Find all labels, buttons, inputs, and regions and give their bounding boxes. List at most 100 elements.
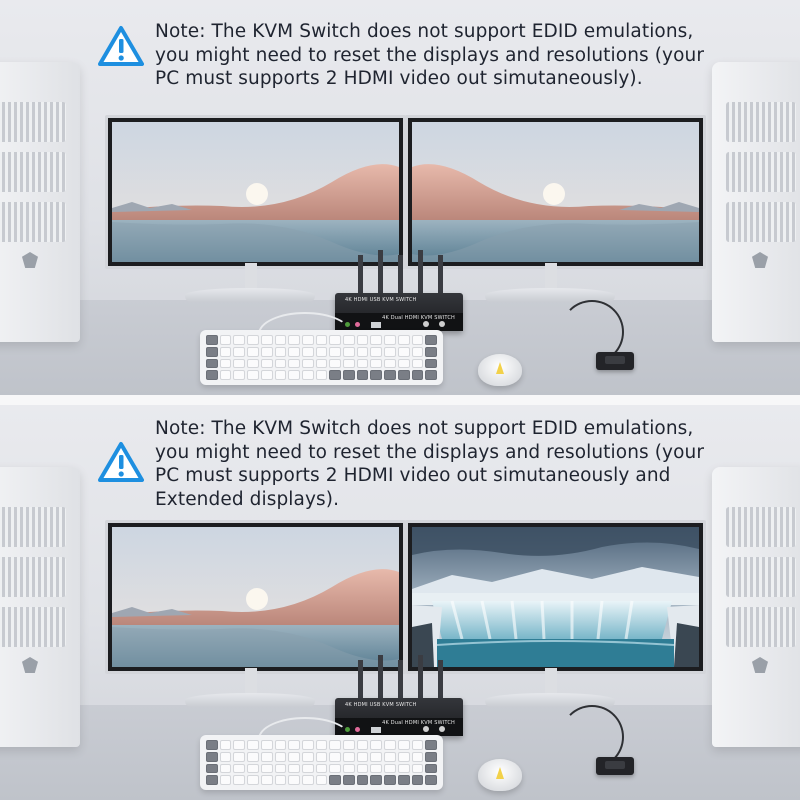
keyboard-key: [343, 370, 355, 380]
remote-cable: [560, 300, 624, 364]
keyboard-key: [233, 751, 246, 762]
keyboard-key: [329, 740, 342, 750]
gaming-mouse: [478, 354, 522, 386]
keyboard-key: [397, 740, 410, 750]
keyboard-key: [425, 370, 437, 380]
keyboard-key: [206, 335, 218, 345]
keyboard-key: [397, 358, 410, 369]
note-line: Extended displays).: [155, 488, 340, 510]
keyboard-key: [315, 751, 328, 762]
pc-tower-left: [0, 62, 80, 342]
kvm-switch: 4K HDMI USB KVM SWITCH 4K Dual HDMI KVM …: [335, 293, 463, 331]
keyboard-key: [370, 740, 383, 750]
kvm-top-label: 4K HDMI USB KVM SWITCH: [345, 297, 417, 303]
keyboard-key: [384, 358, 396, 369]
keyboard-key: [384, 775, 396, 785]
hdmi-cable: [358, 255, 363, 295]
kvm-front-panel: 4K Dual HDMI KVM SWITCH: [335, 313, 463, 331]
keyboard-key: [274, 763, 287, 774]
keyboard-key: [247, 775, 259, 785]
hdmi-cable: [398, 255, 403, 295]
keyboard-key: [397, 751, 410, 762]
keyboard-key: [233, 358, 246, 369]
monitor-left-stand: [245, 263, 257, 293]
monitor-right-stand: [545, 263, 557, 293]
waterfall-landscape: [412, 527, 699, 667]
monitor-left-base: [185, 693, 315, 707]
keyboard-key: [233, 370, 246, 380]
keyboard-key: [206, 775, 218, 785]
keyboard-key: [397, 763, 410, 774]
keyboard-key: [274, 346, 287, 357]
hdmi-cable: [418, 655, 423, 700]
keyboard-key: [397, 370, 410, 380]
keyboard-key: [343, 751, 355, 762]
keyboard-key: [370, 775, 383, 785]
gaming-mouse: [478, 759, 522, 791]
keyboard-key: [315, 370, 328, 380]
keyboard-key: [219, 751, 232, 762]
keyboard-key: [411, 370, 424, 380]
keyboard-key: [206, 346, 218, 357]
monitor-left-screen: [112, 122, 399, 262]
mountain-lake-wallpaper: [112, 527, 399, 667]
keyboard-key: [288, 346, 300, 357]
note-line: PC must supports 2 HDMI video out simuta…: [155, 68, 643, 89]
keyboard-key: [425, 358, 437, 369]
keyboard-key: [397, 335, 410, 345]
keyboard-key: [219, 740, 232, 750]
keyboard-key: [206, 358, 218, 369]
keyboard-key: [397, 775, 410, 785]
mountain-lake-wallpaper: [112, 122, 399, 262]
remote-cable: [560, 705, 624, 769]
note-line: Note: The KVM Switch does not support ED…: [155, 418, 694, 439]
switch-button: [423, 321, 429, 327]
panel-divider: [0, 395, 800, 405]
keyboard-key: [411, 751, 424, 762]
keyboard-key: [219, 358, 232, 369]
keyboard-key: [301, 346, 314, 357]
keyboard-key: [343, 358, 355, 369]
keyboard-key: [247, 740, 259, 750]
hdmi-cable: [438, 255, 443, 295]
keyboard-key: [329, 346, 342, 357]
pc-tower-right: [712, 467, 800, 747]
keyboard-key: [370, 370, 383, 380]
keyboard-key: [329, 763, 342, 774]
mic-port: [355, 322, 360, 327]
monitor-right-base: [485, 288, 615, 302]
keyboard-key: [370, 335, 383, 345]
kvm-front-label: 4K Dual HDMI KVM SWITCH: [382, 315, 455, 321]
monitor-left: [105, 520, 406, 674]
keyboard-key: [260, 346, 273, 357]
pc-tower-right: [712, 62, 800, 342]
keyboard-key: [329, 370, 342, 380]
hdmi-cable: [438, 660, 443, 700]
keyboard-key: [384, 763, 396, 774]
keyboard-key: [247, 346, 259, 357]
keyboard-key: [233, 346, 246, 357]
hdmi-cable: [398, 660, 403, 700]
keyboard-key: [384, 370, 396, 380]
keyboard-key: [384, 740, 396, 750]
keyboard-key: [411, 335, 424, 345]
keyboard-key: [356, 751, 369, 762]
keyboard-key: [425, 346, 437, 357]
keyboard-key: [301, 335, 314, 345]
keyboard-key: [301, 751, 314, 762]
wired-remote-switch: [596, 352, 634, 370]
keyboard: [200, 330, 443, 385]
keyboard-key: [247, 335, 259, 345]
keyboard-key: [233, 335, 246, 345]
keyboard-key: [219, 370, 232, 380]
keyboard-key: [260, 370, 273, 380]
keyboard-key: [411, 763, 424, 774]
keyboard: [200, 735, 443, 790]
keyboard-key: [301, 370, 314, 380]
keyboard-key: [233, 763, 246, 774]
usb-port: [371, 322, 381, 328]
keyboard-key: [384, 751, 396, 762]
hdmi-cable: [418, 250, 423, 295]
keyboard-key: [274, 358, 287, 369]
keyboard-key: [288, 358, 300, 369]
